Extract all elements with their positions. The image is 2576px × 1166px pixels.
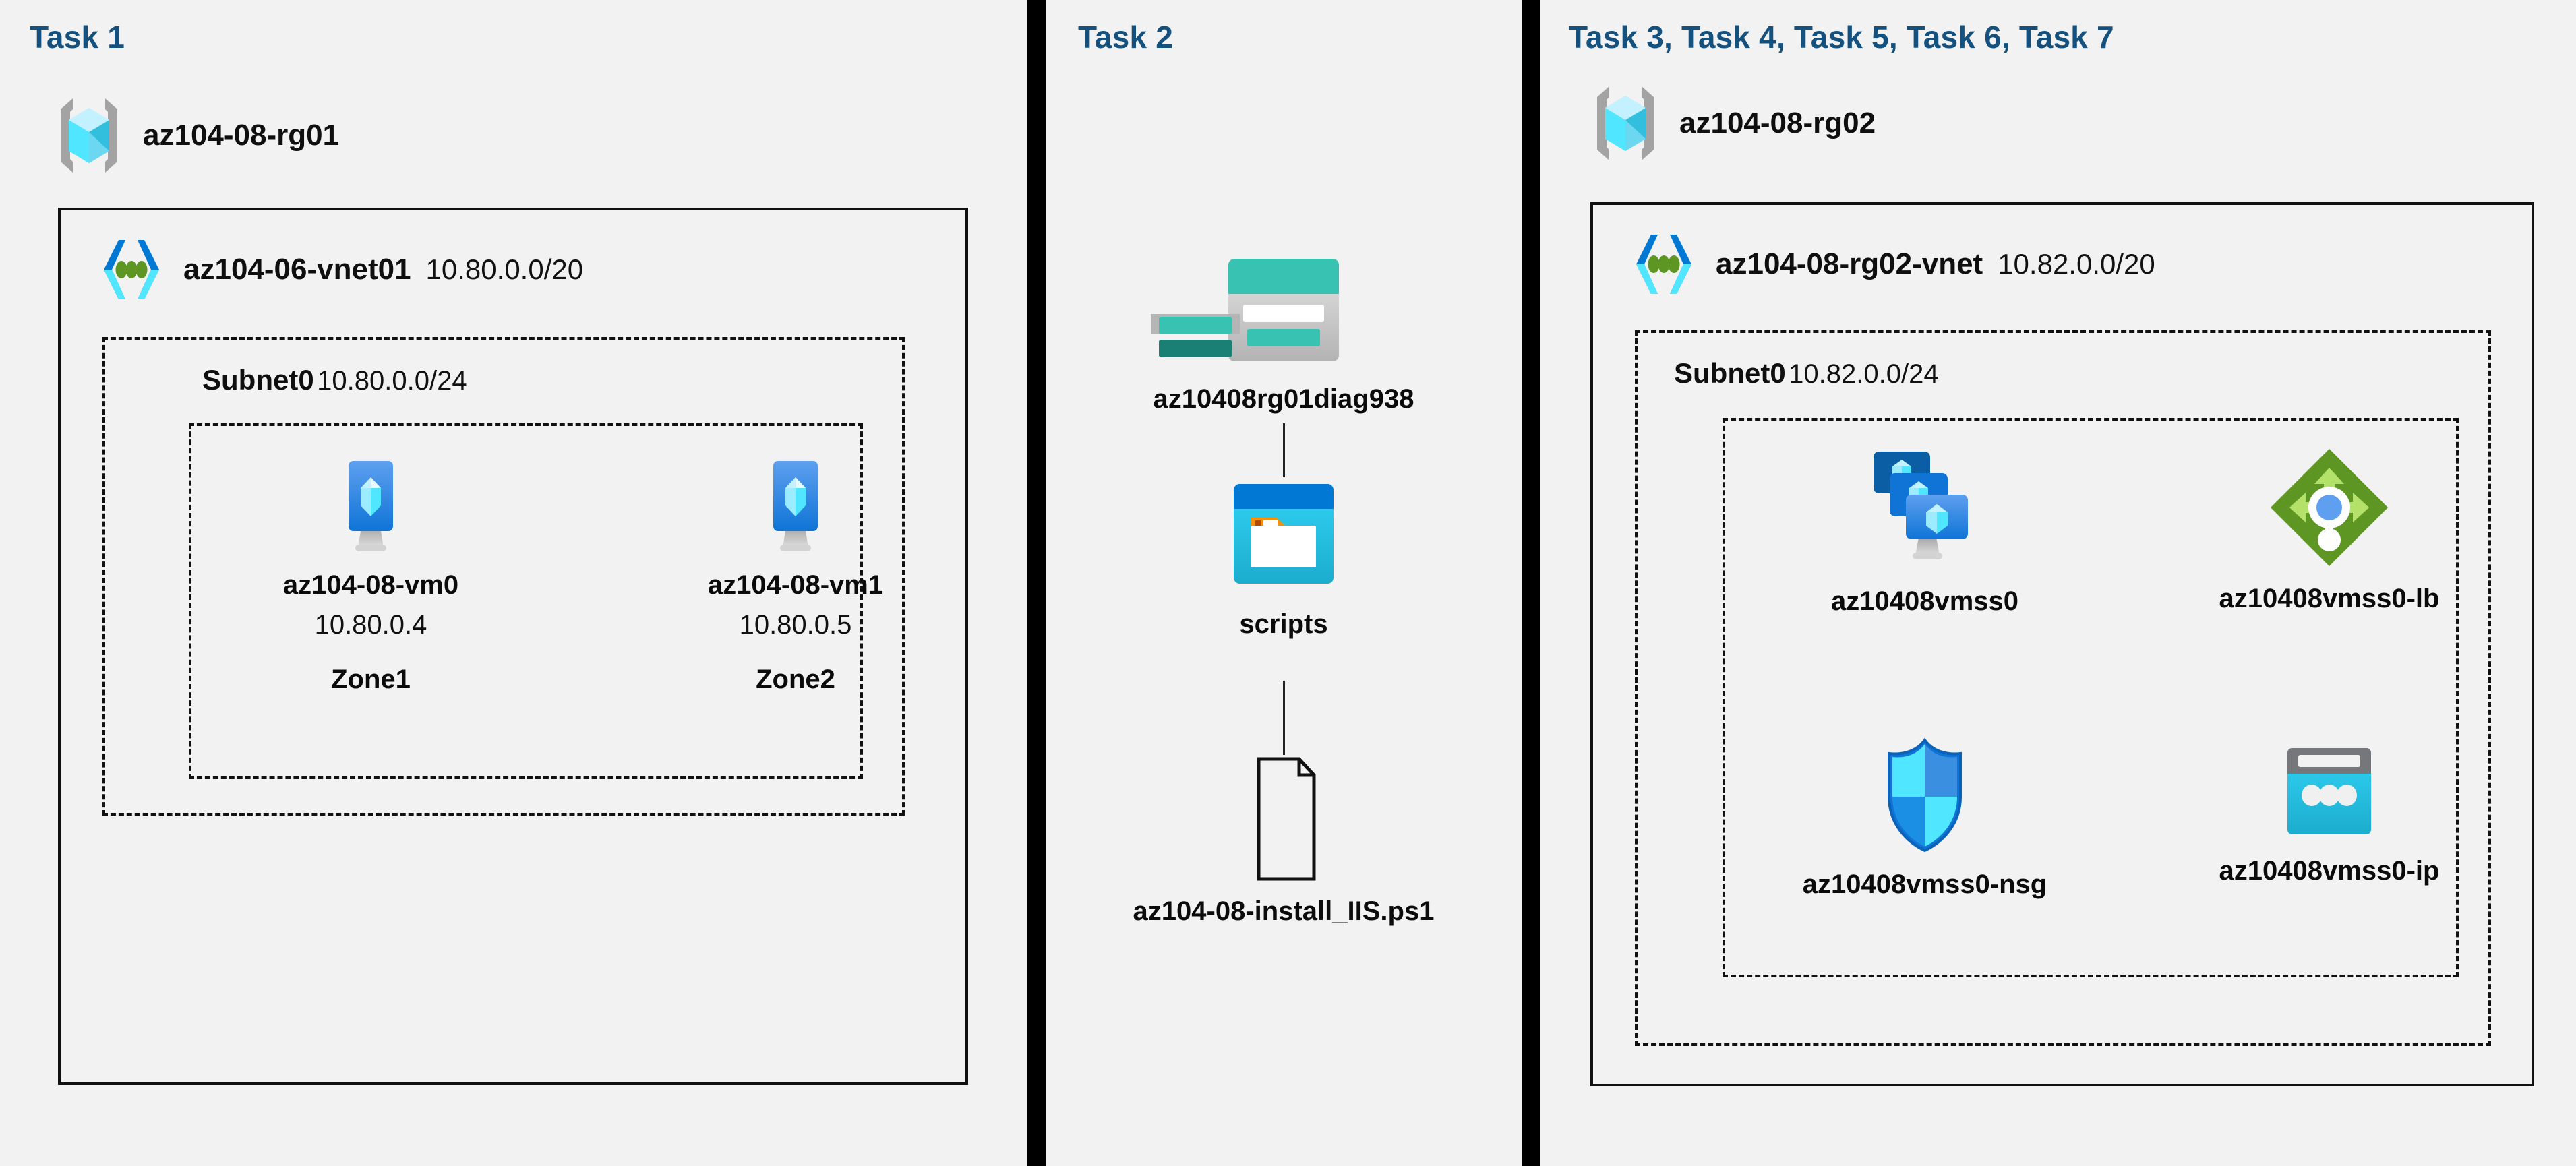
subnet-label: Subnet0	[1674, 357, 1786, 389]
resource-group-az104-08-rg01: az104-08-rg01	[53, 94, 339, 177]
storage-account-icon	[1220, 249, 1347, 371]
virtual-network-icon	[94, 235, 169, 305]
vnet-cidr: 10.80.0.0/20	[425, 253, 584, 285]
subnet-header-subnet0: Subnet0 10.82.0.0/24	[1674, 357, 1939, 390]
blob-container-icon	[1223, 477, 1344, 596]
resource-group-label: az104-08-rg01	[143, 119, 340, 152]
public-ip-node: az10408vmss0-ip	[2194, 741, 2464, 886]
vnet-cidr: 10.82.0.0/20	[1998, 248, 2155, 280]
virtual-network-icon	[1627, 229, 1701, 299]
vm-ip: 10.80.0.4	[314, 610, 427, 640]
panel-divider-right	[1522, 0, 1540, 1166]
vnet-header-az104-06-vnet01: az104-06-vnet01 10.80.0.0/20	[94, 235, 583, 305]
resource-group-az104-08-rg02: az104-08-rg02	[1589, 82, 1876, 164]
vm-node-az104-08-vm1: az104-08-vm1 10.80.0.5 Zone2	[694, 458, 897, 695]
network-security-group-icon	[1874, 735, 1975, 856]
vm-name: az104-08-vm0	[282, 570, 459, 600]
blob-container-node: scripts	[1132, 477, 1435, 640]
file-name: az104-08-install_IIS.ps1	[1133, 896, 1435, 926]
vnet-container-az104-08-rg02-vnet	[1590, 202, 2534, 1086]
subnet-cidr: 10.82.0.0/24	[1789, 359, 1939, 389]
storage-stripe-dark	[1159, 340, 1232, 357]
vm-ip: 10.80.0.5	[739, 610, 852, 640]
panel-task-1: Task 1 az104-08-rg01	[0, 0, 1027, 1166]
resource-group-icon	[1589, 82, 1662, 164]
vm-zone: Zone2	[756, 665, 835, 694]
storage-account-name: az10408rg01diag938	[1153, 384, 1414, 414]
vnet-header-az104-08-rg02-vnet: az104-08-rg02-vnet 10.82.0.0/20	[1627, 229, 2155, 299]
resource-group-label: az104-08-rg02	[1679, 106, 1876, 140]
public-ip-address-icon	[2275, 741, 2383, 842]
virtual-machine-icon	[754, 458, 837, 557]
vm-node-az104-08-vm0: az104-08-vm0 10.80.0.4 Zone1	[270, 458, 472, 695]
vnet-label: az104-08-rg02-vnet	[1716, 247, 1983, 280]
panel-divider-left	[1027, 0, 1046, 1166]
subnet-resources-group	[1723, 418, 2459, 977]
subnet-label: Subnet0	[202, 364, 314, 396]
load-balancer-icon	[2267, 445, 2392, 570]
panel-task-3-to-7: Task 3, Task 4, Task 5, Task 6, Task 7 a…	[1540, 0, 2576, 1166]
availability-zone-group	[189, 423, 863, 779]
virtual-machine-icon	[330, 458, 412, 557]
storage-stripe-teal	[1159, 317, 1232, 334]
connector-scripts-to-file	[1283, 681, 1285, 755]
subnet-container-subnet0	[102, 337, 905, 816]
vnet-label: az104-06-vnet01	[183, 253, 411, 286]
panel-task-2: Task 2 az10408rg01diag938	[1046, 0, 1522, 1166]
nsg-node: az10408vmss0-nsg	[1790, 735, 2060, 900]
task-title-1: Task 1	[30, 20, 125, 55]
vm-scale-set-icon	[1857, 445, 1992, 573]
vmss-name: az10408vmss0	[1830, 586, 2019, 616]
vm-zone: Zone1	[331, 665, 411, 694]
connector-storage-to-scripts	[1283, 423, 1285, 477]
public-ip-name: az10408vmss0-ip	[2219, 856, 2440, 886]
file-node: az104-08-install_IIS.ps1	[1132, 755, 1435, 927]
vnet-container-az104-06-vnet01	[58, 208, 968, 1085]
vm-name: az104-08-vm1	[707, 570, 884, 600]
resource-group-icon	[53, 94, 125, 177]
load-balancer-name: az10408vmss0-lb	[2219, 584, 2440, 613]
subnet-header-subnet0: Subnet0 10.80.0.0/24	[202, 364, 467, 396]
vmss-node-az10408vmss0: az10408vmss0	[1790, 445, 2060, 617]
subnet-container-subnet0	[1635, 330, 2491, 1046]
nsg-name: az10408vmss0-nsg	[1802, 869, 2047, 899]
storage-account-node: az10408rg01diag938	[1132, 249, 1435, 415]
task-title-3: Task 3, Task 4, Task 5, Task 6, Task 7	[1569, 20, 2114, 55]
task-title-2: Task 2	[1078, 20, 1173, 55]
load-balancer-node: az10408vmss0-lb	[2194, 445, 2464, 614]
file-icon	[1240, 755, 1327, 883]
subnet-cidr: 10.80.0.0/24	[317, 366, 467, 396]
blob-container-name: scripts	[1239, 609, 1328, 639]
